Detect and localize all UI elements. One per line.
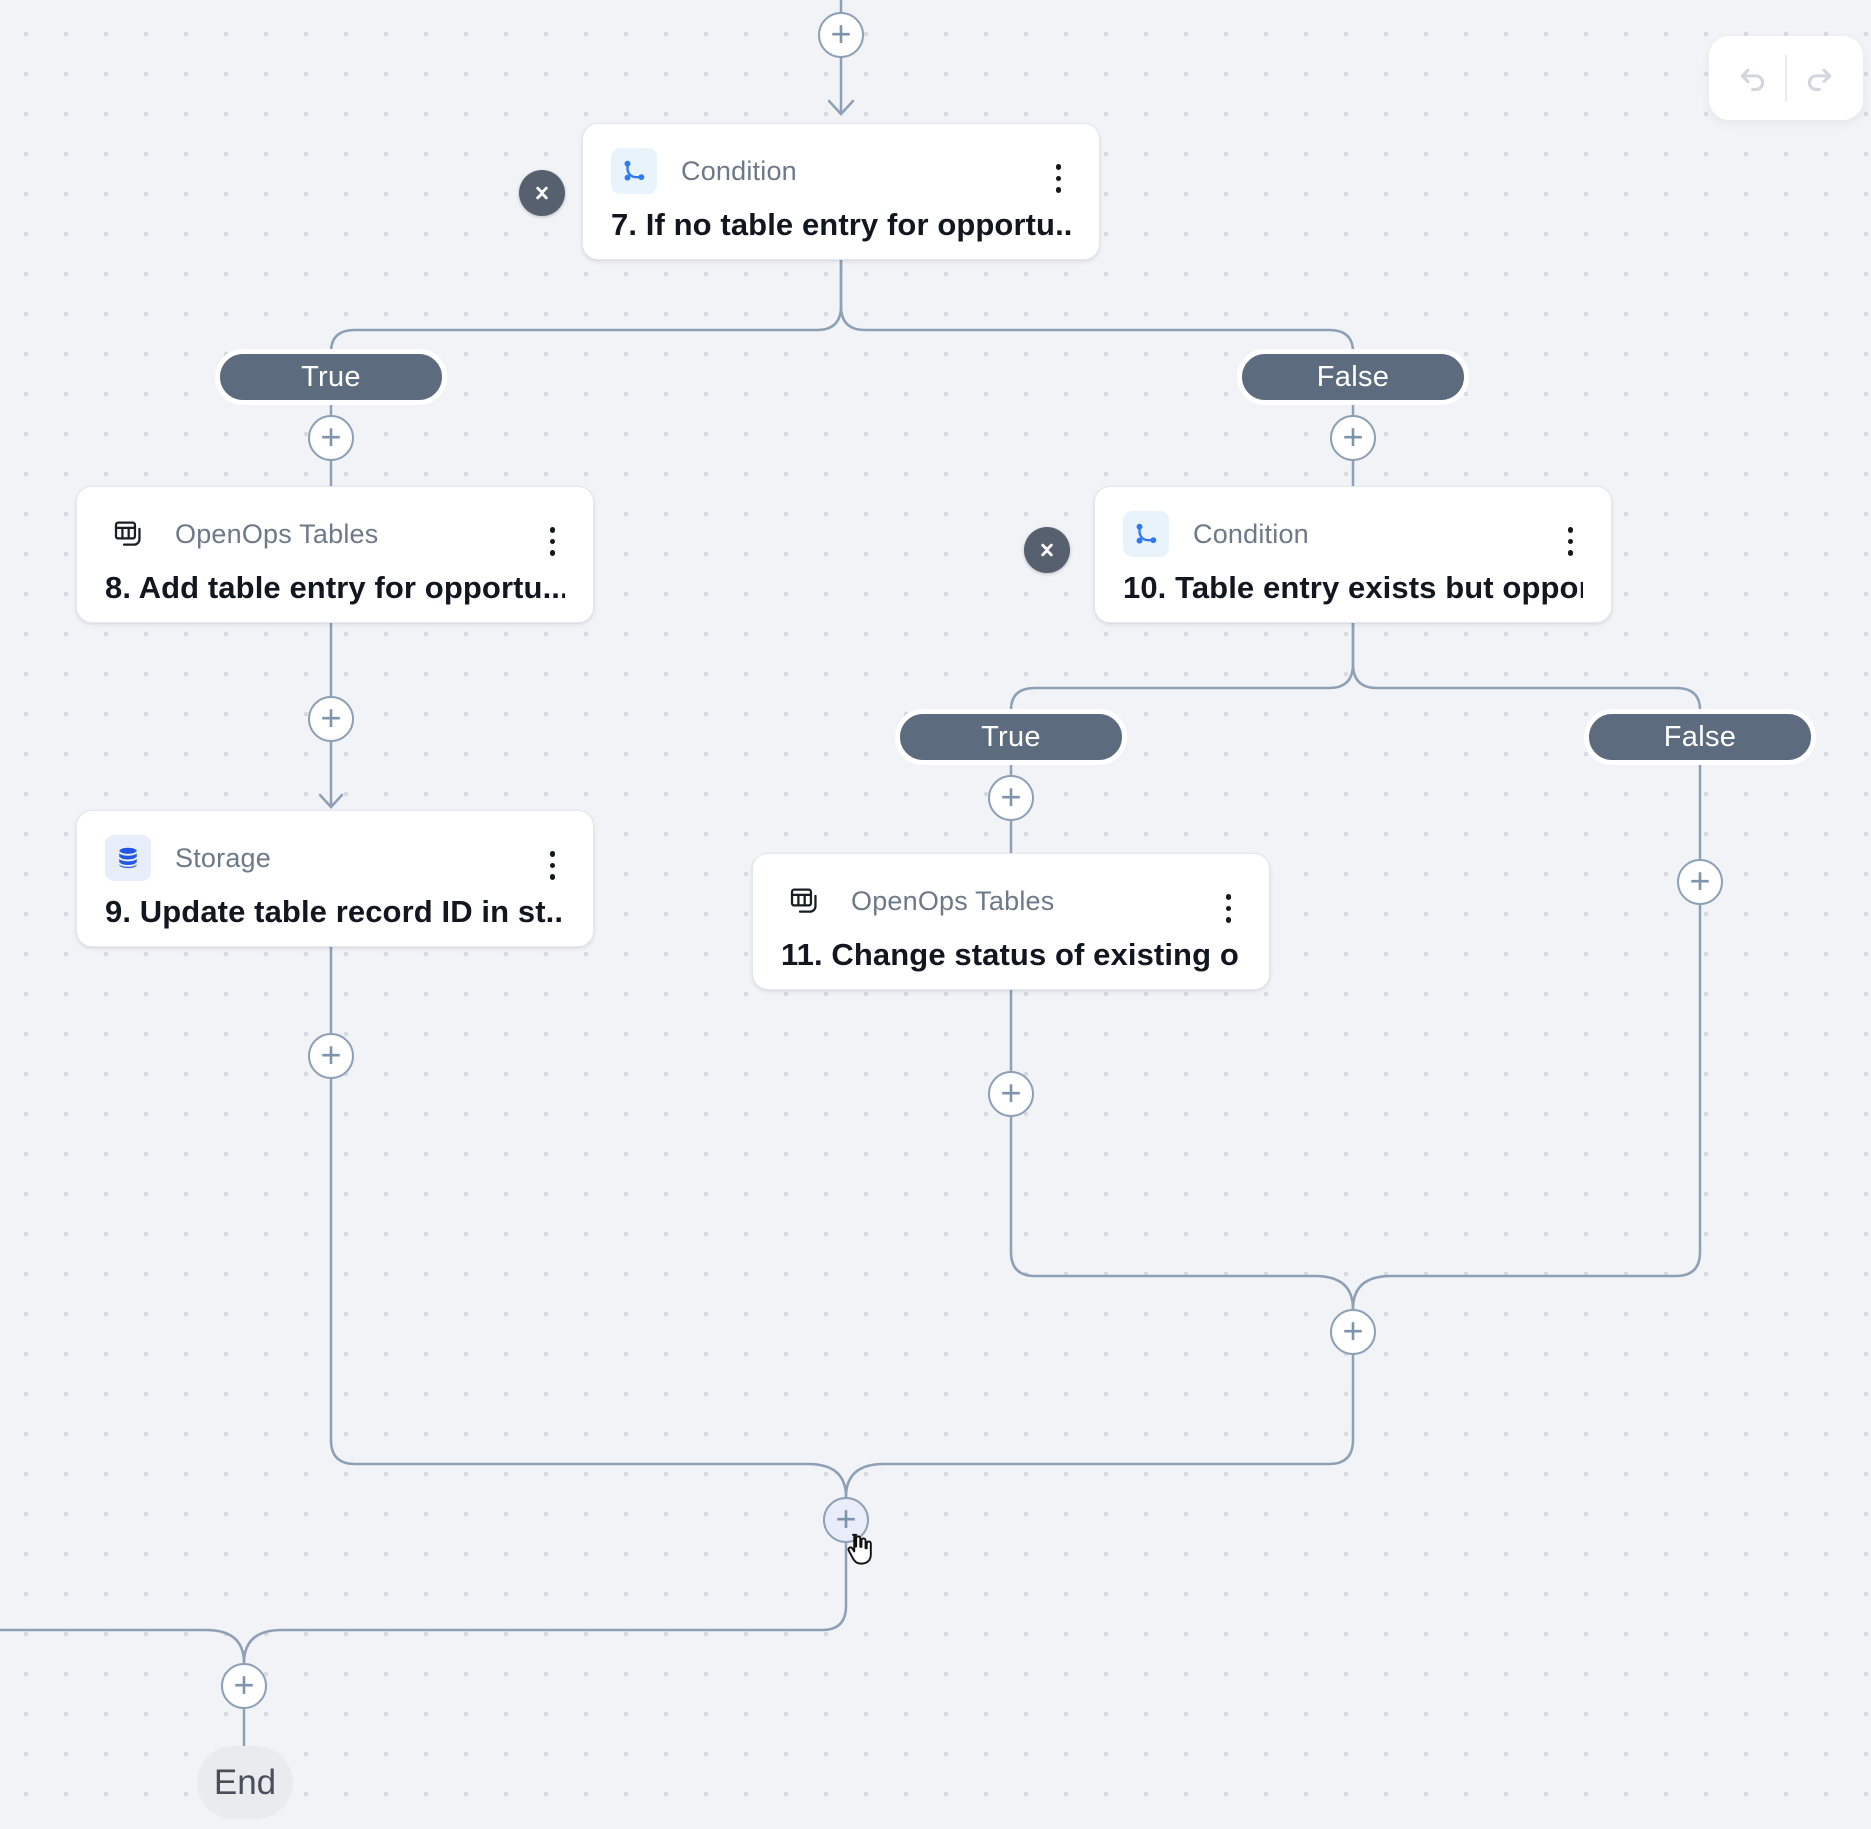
plus-icon: + <box>1000 1071 1022 1113</box>
node-menu-button[interactable] <box>546 847 560 884</box>
branch-label-true: True <box>215 349 447 405</box>
plus-icon: + <box>1000 775 1022 817</box>
arrowhead-icon <box>827 99 855 116</box>
history-toolbar <box>1709 36 1863 120</box>
node-menu-button[interactable] <box>1564 523 1578 560</box>
add-step-button[interactable]: + <box>818 12 864 58</box>
node-app-label: Condition <box>1193 518 1309 549</box>
plus-icon: + <box>320 415 342 457</box>
edge-true-branch-1 <box>329 258 843 374</box>
plus-icon: + <box>1689 859 1711 901</box>
node-menu-button[interactable] <box>546 523 560 560</box>
branch-icon <box>611 148 657 194</box>
node-title: 7. If no table entry for opportu... <box>611 207 1071 242</box>
node-8-openops-tables[interactable]: OpenOps Tables 8. Add table entry for op… <box>76 486 594 623</box>
node-app-label: Storage <box>175 842 271 873</box>
collapse-branch-button[interactable] <box>519 170 565 216</box>
node-title: 8. Add table entry for opportu... <box>105 570 565 605</box>
node-menu-button[interactable] <box>1052 160 1066 197</box>
collapse-branch-button[interactable] <box>1024 527 1070 573</box>
divider <box>1785 55 1787 101</box>
arrowhead-icon <box>318 793 344 809</box>
edge-offscreen-merge <box>0 1628 246 1665</box>
branch-label-false: False <box>1584 709 1816 765</box>
node-title: 9. Update table record ID in st... <box>105 894 565 929</box>
edge-true-2-merge <box>1009 1115 1355 1311</box>
plus-icon: + <box>320 696 342 738</box>
add-step-button[interactable]: + <box>1677 859 1723 905</box>
collapse-icon <box>1041 543 1053 557</box>
redo-button[interactable] <box>1787 46 1851 110</box>
add-step-button[interactable]: + <box>308 415 354 461</box>
edge-false-2-merge <box>1351 903 1702 1311</box>
add-step-button[interactable]: + <box>221 1663 267 1709</box>
node-title: 10. Table entry exists but oppor... <box>1123 570 1583 605</box>
edge-false-branch-2 <box>1351 621 1702 734</box>
add-step-button[interactable]: + <box>1330 1309 1376 1355</box>
tables-icon <box>105 511 151 557</box>
plus-icon: + <box>830 12 852 54</box>
node-app-label: OpenOps Tables <box>851 885 1055 916</box>
node-app-label: OpenOps Tables <box>175 518 379 549</box>
edge-left-merge <box>329 1077 848 1499</box>
edge-right-merge <box>844 1353 1355 1499</box>
edge-false-branch-1 <box>839 258 1355 374</box>
undo-icon <box>1741 68 1765 92</box>
branch-label-false: False <box>1237 349 1469 405</box>
undo-button[interactable] <box>1721 46 1785 110</box>
plus-icon: + <box>835 1497 857 1539</box>
node-title: 11. Change status of existing o... <box>781 937 1241 972</box>
edge-true-branch-2 <box>1009 621 1355 734</box>
branch-label-true: True <box>895 709 1127 765</box>
edge-bottom-merge <box>242 1541 848 1665</box>
plus-icon: + <box>1342 415 1364 457</box>
node-7-condition[interactable]: Condition 7. If no table entry for oppor… <box>582 123 1100 260</box>
add-step-button[interactable]: + <box>988 775 1034 821</box>
branch-icon <box>1123 511 1169 557</box>
add-step-button[interactable]: + <box>308 696 354 742</box>
add-step-button[interactable]: + <box>988 1071 1034 1117</box>
end-node: End <box>197 1746 293 1819</box>
database-icon <box>105 835 151 881</box>
redo-icon <box>1807 68 1831 92</box>
node-10-condition[interactable]: Condition 10. Table entry exists but opp… <box>1094 486 1612 623</box>
add-step-button[interactable]: + <box>1330 415 1376 461</box>
node-9-storage[interactable]: Storage 9. Update table record ID in st.… <box>76 810 594 947</box>
plus-icon: + <box>1342 1309 1364 1351</box>
node-app-label: Condition <box>681 155 797 186</box>
plus-icon: + <box>320 1033 342 1075</box>
add-step-button-hovered[interactable]: + <box>823 1497 869 1543</box>
add-step-button[interactable]: + <box>308 1033 354 1079</box>
tables-icon <box>781 878 827 924</box>
node-11-openops-tables[interactable]: OpenOps Tables 11. Change status of exis… <box>752 853 1270 990</box>
plus-icon: + <box>233 1663 255 1705</box>
collapse-icon <box>536 186 548 200</box>
node-menu-button[interactable] <box>1222 890 1236 927</box>
